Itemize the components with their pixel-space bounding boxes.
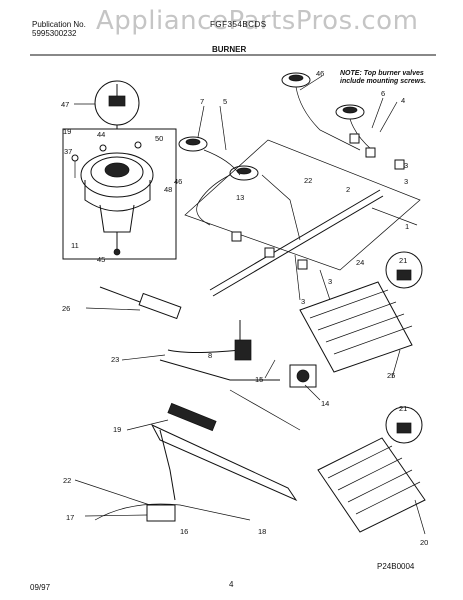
callout-45: 45: [97, 255, 105, 264]
callout-26: 26: [62, 304, 70, 313]
callout-47: 47: [61, 100, 69, 109]
callout-5: 5: [223, 97, 227, 106]
callout-13: 13: [236, 193, 244, 202]
callout-46-top: 46: [316, 69, 324, 78]
part-8-block: [234, 339, 252, 361]
watermark-text: AppliancePartsPros.com: [96, 6, 419, 36]
callout-1: 1: [405, 222, 409, 231]
callout-labels: 1 2 3 3 3 3 4 5 6 7 8 11 13 14 15 16 17 …: [61, 69, 428, 547]
callout-3b: 3: [404, 177, 408, 186]
burner-detail-inset: [62, 128, 177, 260]
callout-17: 17: [66, 513, 74, 522]
callout-circle-21-top: [385, 251, 423, 289]
top-burners: [178, 72, 365, 181]
callout-22-top: 22: [304, 176, 312, 185]
callout-16: 16: [180, 527, 188, 536]
callout-37: 37: [64, 147, 72, 156]
section-title: BURNER: [212, 45, 247, 54]
callout-21-top: 21: [399, 256, 407, 265]
igniter-part: [99, 286, 182, 320]
footer-date: 09/97: [30, 583, 51, 592]
callout-circle-21-bottom: [385, 406, 423, 444]
callout-19: 19: [113, 425, 121, 434]
callout-7: 7: [200, 97, 204, 106]
callout-3a: 3: [404, 161, 408, 170]
callout-22: 22: [63, 476, 71, 485]
callout-25: 25: [387, 371, 395, 380]
callout-44: 44: [97, 130, 105, 139]
model-number: FGF354BCDS: [210, 20, 267, 29]
callout-19-inset: 19: [63, 127, 71, 136]
callout-24: 24: [356, 258, 364, 267]
oven-burner-tube: [146, 423, 298, 522]
callout-18: 18: [258, 527, 266, 536]
callout-21-bottom: 21: [399, 404, 407, 413]
callout-3d: 3: [301, 297, 305, 306]
callout-11: 11: [71, 241, 79, 250]
publication-number: 5995300232: [32, 29, 77, 38]
callout-48: 48: [164, 185, 172, 194]
note-text: NOTE: Top burner valves include mounting…: [340, 70, 426, 85]
baffle-25: [299, 281, 413, 373]
callout-6: 6: [381, 89, 385, 98]
callout-23: 23: [111, 355, 119, 364]
callout-4: 4: [401, 96, 405, 105]
callout-14: 14: [321, 399, 329, 408]
callout-20: 20: [420, 538, 428, 547]
callout-50: 50: [155, 134, 163, 143]
callout-8: 8: [208, 351, 212, 360]
callout-2: 2: [346, 185, 350, 194]
broiler-igniter: [167, 402, 217, 432]
publication-label: Publication No.: [32, 20, 86, 29]
leader-lines: [74, 75, 426, 535]
callout-circle-47: [94, 80, 140, 129]
drawing-code: P24B0004: [377, 562, 415, 571]
callout-15: 15: [255, 375, 263, 384]
callout-3c: 3: [328, 277, 332, 286]
callout-46: 46: [174, 177, 182, 186]
oven-safety-valve: [289, 364, 317, 388]
page-number: 4: [229, 580, 234, 589]
baffle-20: [317, 437, 426, 533]
gas-manifold-and-tubes: [94, 86, 421, 521]
